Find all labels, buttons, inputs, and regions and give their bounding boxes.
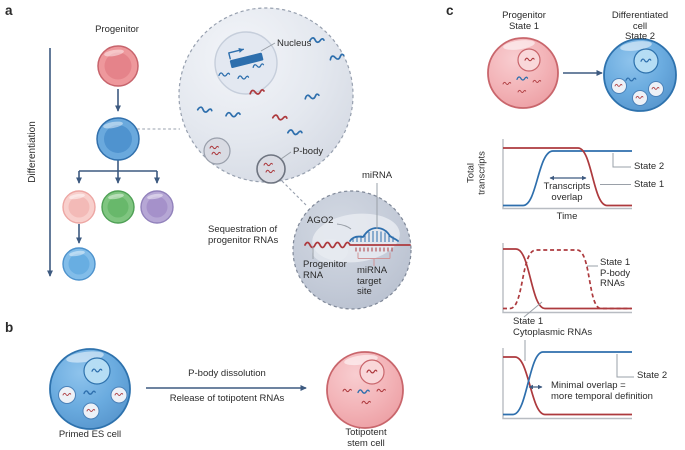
- graph-pbody-rnas: [502, 243, 632, 361]
- graph-minimal-overlap: [502, 348, 634, 420]
- p-body: [58, 386, 76, 404]
- state2-cell-label: Differentiated cell State 2: [611, 10, 669, 42]
- target-site-bracket: [357, 252, 391, 266]
- p-body: [611, 78, 627, 94]
- nucleus: [359, 359, 385, 385]
- graph2-pbody-rnas-label: State 1 P-body RNAs: [600, 257, 631, 289]
- panel-c-letter: c: [446, 3, 454, 18]
- pbody-label: P-body: [293, 146, 324, 157]
- intermediate-blue-cell: [96, 117, 140, 161]
- panel-a-letter: a: [5, 3, 13, 18]
- gene-transcription-icon: [228, 47, 264, 68]
- mirna-base-ticks: [352, 231, 394, 242]
- graph1-x-axis-label: Time: [556, 211, 578, 222]
- differentiation-axis-label: Differentiation: [26, 121, 38, 183]
- progenitor-rna-label: Progenitor RNA: [303, 259, 347, 281]
- graph1-y-axis-label: Total transcripts: [465, 151, 488, 195]
- target-site-ticks: [355, 247, 393, 252]
- p-body: [82, 402, 100, 420]
- graph1-axes: [502, 139, 632, 210]
- progenitor-cell: [97, 45, 139, 87]
- release-totipotent-label: Release of totipotent RNAs: [169, 393, 285, 404]
- panel-b-letter: b: [5, 320, 14, 335]
- nucleus: [83, 357, 111, 385]
- pbody-pointer: [280, 151, 292, 160]
- cytoplasmic-pointer-up: [523, 301, 543, 318]
- graph2-cytoplasmic-rnas-label: State 1 Cytoplasmic RNAs: [513, 316, 593, 338]
- state1-curve: [503, 147, 632, 207]
- sequestration-caption: Sequestration of progenitor RNAs: [208, 224, 279, 246]
- graph1-state1-label: State 1: [634, 179, 665, 190]
- panel-b: [49, 348, 404, 430]
- panel-c: [487, 37, 677, 420]
- p-body: [110, 386, 128, 404]
- terminal-lightblue-cell: [62, 247, 96, 281]
- graph2-axes: [502, 243, 632, 314]
- nucleus-pointer: [260, 42, 276, 52]
- graph3-overlap-label: Minimal overlap = more temporal definiti…: [551, 380, 653, 402]
- totipotent-stem-cell: [326, 351, 404, 429]
- differentiated-pink-cell: [62, 190, 96, 224]
- mirna-label: miRNA: [361, 170, 393, 181]
- primed-es-cell-label: Primed ES cell: [58, 429, 122, 440]
- ago2-label: AGO2: [307, 215, 334, 226]
- state2-pointer: [612, 153, 631, 168]
- nucleus-label: Nucleus: [277, 38, 312, 49]
- pbody-zoom-connector-dashed: [281, 180, 307, 206]
- differentiated-green-cell: [101, 190, 135, 224]
- differentiated-purple-cell: [140, 190, 174, 224]
- graph3-axes: [502, 348, 632, 420]
- nucleus: [633, 48, 659, 74]
- p-body: [203, 137, 231, 165]
- state2-pointer: [616, 354, 634, 378]
- graph1-state2-label: State 2: [634, 161, 665, 172]
- totipotent-stem-cell-label: Totipotent stem cell: [345, 427, 387, 449]
- graph-total-transcripts: [502, 139, 632, 210]
- pbody-dissolution-label: P-body dissolution: [188, 368, 266, 379]
- progenitor-label: Progenitor: [95, 24, 139, 35]
- state2-curve: [503, 150, 632, 207]
- graph3-state2-label: State 2: [637, 370, 668, 381]
- primed-es-cell: [49, 348, 131, 430]
- p-body: [648, 81, 664, 97]
- state2-curve: [503, 351, 632, 416]
- state1-cell-label: Progenitor State 1: [502, 10, 546, 32]
- p-body-labeled: [256, 154, 286, 184]
- cell-zoom-view: [178, 7, 354, 184]
- graph1-overlap-label: Transcripts overlap: [543, 181, 591, 203]
- cytoplasmic-rnas-curve: [503, 248, 632, 310]
- state2-differentiated-cell: [603, 38, 677, 112]
- branch-lines: [79, 160, 157, 172]
- p-body: [632, 90, 648, 106]
- state1-progenitor-cell: [487, 37, 559, 109]
- panel-a: [47, 7, 412, 310]
- pbody-zoom-view: [292, 183, 412, 310]
- ago2-pointer: [336, 223, 352, 230]
- mirna-target-site-label: miRNA target site: [357, 265, 388, 297]
